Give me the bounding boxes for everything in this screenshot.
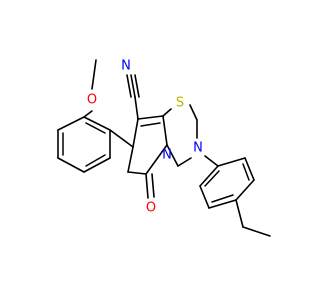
bond-aryl-inner-2 <box>85 154 106 167</box>
atom-o-carbonyl: O <box>146 201 156 216</box>
bond-aryl2-inner-1 <box>242 163 250 181</box>
bond-ethyl-1 <box>235 199 244 228</box>
atom-labels-group: O N S N N O <box>87 59 203 216</box>
bond-n3-c4 <box>177 157 192 167</box>
atom-n-amine: N <box>193 141 203 156</box>
atom-label-o-methoxy: O <box>87 93 97 108</box>
bond-aryl-1 <box>83 116 111 131</box>
bond-c6-o-2 <box>151 173 155 198</box>
structure-canvas: O N S N N O <box>57 59 271 237</box>
bond-o-aryl <box>83 110 93 118</box>
atom-o-methoxy: O <box>87 93 97 108</box>
bond-aryl2-4 <box>208 199 237 209</box>
bond-c9a-s <box>162 108 172 117</box>
bond-c9-cn <box>134 96 139 120</box>
bond-c6-c7 <box>127 171 147 175</box>
bonds-group <box>57 59 271 237</box>
bond-c4-n5 <box>166 144 179 167</box>
atom-n-nitrile: N <box>121 59 131 74</box>
bond-aryl2-5 <box>199 185 210 209</box>
bond-cn-triple-1 <box>130 74 136 98</box>
atom-n-ring: N <box>162 148 172 163</box>
bond-aryl-4 <box>57 157 85 173</box>
bond-c8-c9 <box>132 118 139 148</box>
bond-n3-aryl2 <box>204 155 219 167</box>
atom-label-o-carbonyl: O <box>146 201 156 216</box>
bond-aryl2-1 <box>217 157 246 167</box>
atom-label-n-nitrile: N <box>121 59 131 74</box>
atom-label-n-amine: N <box>193 141 203 156</box>
bond-aryl2-inner-3 <box>204 170 220 187</box>
bond-aryl-6 <box>57 116 85 131</box>
bond-c7-c8 <box>127 146 134 173</box>
atom-s-ring: S <box>176 96 184 111</box>
bond-c9-c9a <box>137 115 164 120</box>
bond-c9a-n5 <box>162 115 168 146</box>
atom-label-n-ring: N <box>162 148 172 163</box>
bond-aryl-inner-1 <box>85 122 106 134</box>
bond-cn-triple-2 <box>134 74 140 98</box>
bond-cn-triple-3 <box>126 74 132 98</box>
bond-aryl2-3 <box>235 179 255 201</box>
bond-aryl-3 <box>83 157 111 173</box>
bond-s-c2 <box>189 104 198 121</box>
bond-methyl-o <box>91 59 97 90</box>
atom-label-s-ring: S <box>176 96 184 111</box>
bond-aryl2-inner-2 <box>211 194 234 203</box>
bond-n5-c6 <box>145 144 168 175</box>
bond-ethyl-2 <box>242 226 271 237</box>
bond-c6-o-1 <box>145 173 149 199</box>
bond-aryl2-6 <box>199 165 219 187</box>
bond-c9-c9a-double <box>140 122 161 127</box>
bond-aryl2-2 <box>244 157 255 181</box>
bond-aryl-c8 <box>109 129 134 148</box>
molecule-structure-drawing: O N S N N O <box>57 59 271 237</box>
